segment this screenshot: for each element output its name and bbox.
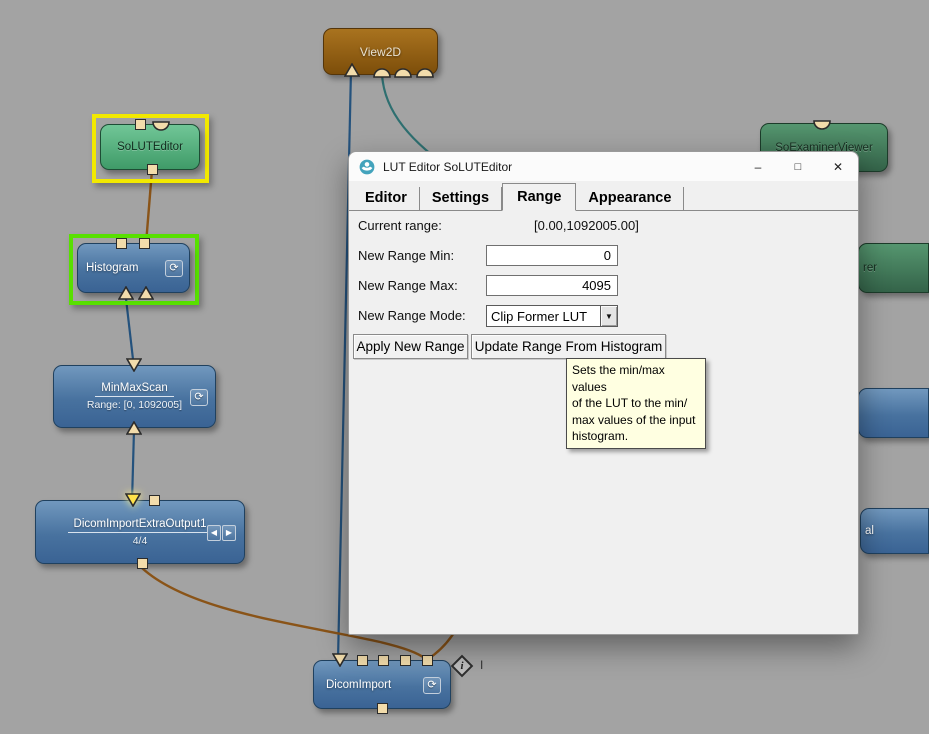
inventor-connector[interactable] (394, 67, 412, 78)
node-partial-blue2-label: al (865, 525, 874, 537)
node-dicomimport-extraoutput1[interactable]: DicomImportExtraOutput1 4/4 ◀ ▶ (35, 493, 245, 569)
output-connector-triangle[interactable] (118, 286, 134, 300)
reload-icon[interactable]: ⟳ (165, 260, 183, 277)
inventor-connector[interactable] (416, 67, 434, 78)
wire-histogram-minmaxscan (123, 289, 136, 369)
node-view2d-label: View2D (359, 44, 402, 59)
node-view2d[interactable]: View2D (323, 28, 438, 78)
input-connector-square[interactable] (135, 119, 146, 130)
next-page-icon[interactable]: ▶ (222, 525, 236, 541)
inventor-connector[interactable] (152, 121, 170, 132)
tooltip-line: of the LUT to the min/ (572, 396, 688, 411)
input-connector-triangle-highlighted[interactable] (125, 493, 141, 507)
dialog-title: LUT Editor SoLUTEditor (383, 159, 513, 174)
node-partial-blue2[interactable]: al (860, 508, 929, 554)
new-range-mode-value: Clip Former LUT (491, 308, 588, 324)
node-partial-green-label: rer (863, 262, 878, 274)
input-connector-square[interactable] (139, 238, 150, 249)
node-partial-blue1[interactable] (858, 388, 929, 438)
reload-icon[interactable]: ⟳ (190, 389, 208, 406)
tab-range[interactable]: Range (502, 183, 577, 211)
tab-appearance[interactable]: Appearance (576, 187, 685, 210)
inventor-connector[interactable] (813, 120, 831, 131)
node-solutedit[interactable]: SoLUTEditor (100, 119, 200, 175)
maximize-button[interactable]: □ (794, 160, 802, 173)
new-range-mode-label: New Range Mode: (358, 308, 466, 323)
new-range-mode-select[interactable]: Clip Former LUT ▼ (486, 305, 618, 327)
new-range-min-label: New Range Min: (358, 248, 455, 263)
page-nav-buttons: ◀ ▶ (207, 525, 236, 541)
dialog-titlebar[interactable]: LUT Editor SoLUTEditor – □ ✕ (349, 152, 858, 181)
tooltip-line: max values of the input (572, 412, 696, 427)
wire-solutedit-histogram (144, 169, 154, 245)
wire-extraoutput-dicomimport (141, 567, 427, 660)
current-range-label: Current range: (358, 218, 442, 233)
node-solutedit-label: SoLUTEditor (117, 141, 183, 153)
input-connector-square[interactable] (357, 655, 368, 666)
input-connector-triangle[interactable] (344, 63, 360, 77)
tooltip: Sets the min/max values of the LUT to th… (566, 358, 706, 449)
input-connector-square[interactable] (400, 655, 411, 666)
node-histogram[interactable]: Histogram ⟳ (77, 238, 190, 300)
new-range-max-input[interactable] (486, 275, 618, 296)
node-histogram-label: Histogram (86, 262, 139, 274)
node-minmaxscan-range: Range: [0, 1092005] (86, 399, 183, 411)
node-extraoutput1-label: DicomImportExtraOutput1 (67, 518, 213, 533)
current-range-value: [0.00,1092005.00] (534, 218, 639, 233)
tooltip-line: Sets the min/max values (572, 363, 665, 394)
minimize-button[interactable]: – (754, 159, 762, 174)
app-icon (359, 159, 375, 174)
chevron-down-icon[interactable]: ▼ (600, 306, 617, 326)
tooltip-line: histogram. (572, 429, 629, 444)
update-range-from-histogram-button[interactable]: Update Range From Histogram (471, 334, 666, 359)
tab-settings[interactable]: Settings (420, 187, 503, 210)
info-glyph: i (460, 660, 464, 672)
new-range-min-input[interactable] (486, 245, 618, 266)
node-dicomimport-label: DicomImport (326, 678, 392, 691)
reload-icon[interactable]: ⟳ (423, 677, 441, 694)
output-connector-square[interactable] (147, 164, 158, 175)
tab-editor[interactable]: Editor (353, 187, 420, 210)
output-connector-square[interactable] (377, 703, 388, 714)
dialog-tabbar: Editor Settings Range Appearance (349, 181, 858, 211)
lut-editor-dialog: LUT Editor SoLUTEditor – □ ✕ Editor Sett… (348, 151, 859, 635)
input-connector-square[interactable] (422, 655, 433, 666)
output-connector-triangle[interactable] (138, 286, 154, 300)
node-soexaminerviewer-label: SoExaminerViewer (775, 141, 873, 154)
memory-indicator-label: I (480, 658, 484, 672)
prev-page-icon[interactable]: ◀ (207, 525, 221, 541)
output-connector-triangle[interactable] (126, 421, 142, 435)
new-range-max-label: New Range Max: (358, 278, 458, 293)
apply-new-range-button[interactable]: Apply New Range (353, 334, 468, 359)
close-button[interactable]: ✕ (832, 159, 844, 174)
input-connector-triangle[interactable] (126, 358, 142, 372)
output-connector-square[interactable] (137, 558, 148, 569)
input-connector-square[interactable] (149, 495, 160, 506)
input-connector-triangle[interactable] (332, 653, 348, 667)
node-extraoutput1-page: 4/4 (132, 534, 148, 547)
input-connector-square[interactable] (116, 238, 127, 249)
node-partial-green[interactable]: rer (858, 243, 929, 293)
node-minmaxscan[interactable]: MinMaxScan Range: [0, 1092005] ⟳ (53, 358, 216, 435)
node-minmaxscan-label: MinMaxScan (95, 382, 174, 397)
input-connector-square[interactable] (378, 655, 389, 666)
inventor-connector[interactable] (373, 67, 391, 78)
node-dicomimport[interactable]: DicomImport ⟳ (313, 653, 451, 714)
wire-minmaxscan-extraoutput (130, 429, 136, 503)
